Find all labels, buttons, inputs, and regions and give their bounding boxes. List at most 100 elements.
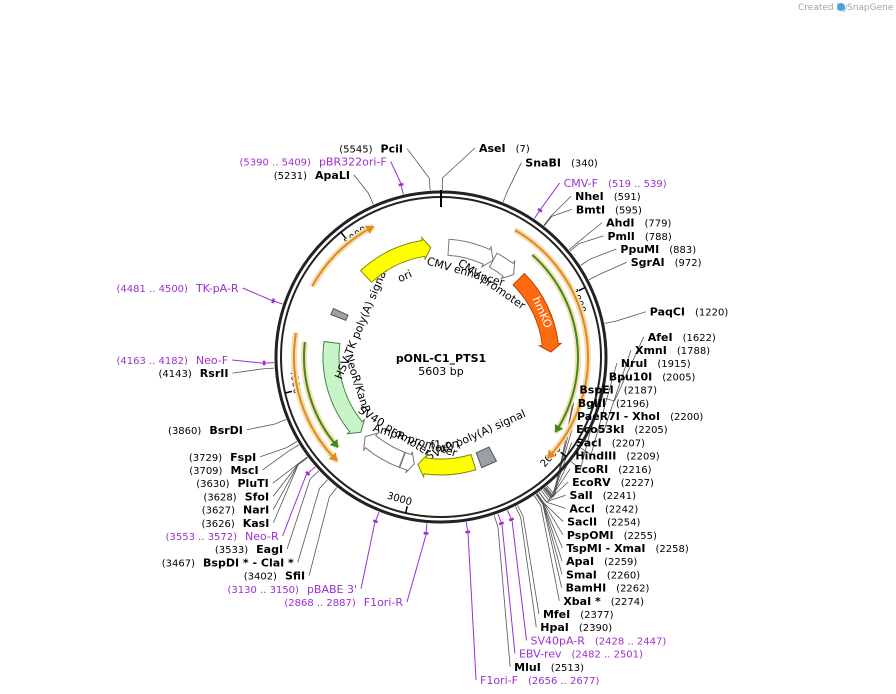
site-leader-line: [535, 494, 562, 588]
site-bspei[interactable]: BspEI(2187): [579, 384, 657, 397]
feature-f1-ori[interactable]: f1 ori: [417, 437, 477, 479]
primer-sv40pa-r[interactable]: SV40pA-R(2428 .. 2447): [530, 634, 666, 647]
primer-tk-pa-r[interactable]: TK-pA-R(4481 .. 4500): [117, 282, 239, 295]
primer-neo-f[interactable]: Neo-F(4163 .. 4182): [116, 354, 228, 367]
site-position: (591): [614, 192, 641, 203]
site-name: TspMI - XmaI: [566, 542, 645, 555]
site-name: BspEI: [579, 384, 613, 397]
site-bmti[interactable]: BmtI(595): [576, 203, 642, 216]
site-msci[interactable]: MscI(3709): [189, 464, 258, 477]
site-mlui[interactable]: MluI(2513): [514, 661, 584, 674]
site-sgrai[interactable]: SgrAI(972): [631, 256, 702, 269]
site-position: (3860): [168, 426, 201, 437]
feature-hsv-tk-poly-a-signal[interactable]: HSV TK poly(A) signal: [330, 266, 390, 381]
site-apai[interactable]: ApaI(2259): [566, 555, 637, 568]
site-name: SalI: [570, 489, 593, 502]
site-bglii[interactable]: BglII (2196): [578, 397, 650, 410]
feature-ori[interactable]: ori: [359, 235, 432, 286]
center-title: pONL-C1_PTS1 5603 bp: [396, 352, 486, 378]
site-rsrii[interactable]: RsrII(4143): [159, 367, 229, 380]
orf-arrowhead: [364, 225, 374, 235]
site-paer7i-xhoi[interactable]: PaeR7I - XhoI(2200): [577, 410, 703, 423]
site-bamhi[interactable]: BamHI(2262): [566, 582, 650, 595]
site-name: RsrII: [200, 367, 229, 380]
site-hindiii[interactable]: HindIII(2209): [575, 450, 659, 463]
site-position: (2196): [616, 399, 649, 410]
site-eagi[interactable]: EagI(3533): [215, 543, 283, 556]
site-position: (2260): [607, 570, 640, 581]
site-position: (4481 .. 4500): [117, 284, 189, 295]
site-kasi[interactable]: KasI(3626): [201, 517, 269, 530]
site-xmni[interactable]: XmnI(1788): [635, 344, 710, 357]
primer-leader-line: [506, 510, 527, 641]
site-position: (2200): [670, 412, 703, 423]
ruler-tick: [560, 451, 567, 458]
feature-label: HSV TK poly(A) signal: [332, 266, 390, 381]
site-ppumi[interactable]: PpuMI(883): [620, 243, 696, 256]
site-position: (4163 .. 4182): [116, 356, 188, 367]
primer-f1ori-r[interactable]: F1ori-R(2868 .. 2887): [284, 596, 403, 609]
site-eco53ki[interactable]: Eco53kI(2205): [576, 423, 668, 436]
site-pcii[interactable]: PciI(5545): [339, 142, 403, 155]
site-saci[interactable]: SacI(2207): [576, 436, 645, 449]
site-leader-line: [588, 261, 627, 281]
ruler-tick: [404, 506, 408, 514]
site-acci[interactable]: AccI(2242): [569, 502, 638, 515]
site-pspomi[interactable]: PspOMI(2255): [567, 529, 657, 542]
site-pmli[interactable]: PmlI(788): [607, 230, 671, 243]
feature-hmko[interactable]: hmKO: [512, 272, 563, 353]
site-position: (2209): [626, 452, 659, 463]
primer-pbabe-3[interactable]: pBABE 3'(3130 .. 3150): [228, 583, 358, 596]
site-leader-line: [514, 506, 537, 628]
site-bspdi-clai[interactable]: BspDI * - ClaI *(3467): [162, 556, 294, 569]
site-fspi[interactable]: FspI(3729): [189, 451, 256, 464]
site-bpu10i[interactable]: Bpu10I(2005): [609, 370, 696, 383]
site-ecorv[interactable]: EcoRV(2227): [572, 476, 654, 489]
orf-arrows: [291, 223, 591, 464]
orf-arc: [311, 225, 375, 287]
primer-f1ori-f[interactable]: F1ori-F(2656 .. 2677): [480, 674, 599, 687]
feature-shape: [399, 451, 415, 474]
orf-arc: [293, 332, 338, 462]
site-sfoi[interactable]: SfoI(3628): [203, 490, 269, 503]
feature-shape: [488, 252, 516, 280]
site-asei[interactable]: AseI(7): [479, 142, 530, 155]
feature-shape: [362, 432, 406, 468]
site-name: BglII: [578, 397, 606, 410]
site-ecori[interactable]: EcoRI(2216): [574, 463, 652, 476]
site-pluti[interactable]: PluTI(3630): [196, 477, 269, 490]
primer-neo-r[interactable]: Neo-R(3553 .. 3572): [166, 530, 279, 543]
site-position: (2254): [607, 518, 640, 529]
site-snabi[interactable]: SnaBI(340): [525, 157, 598, 170]
site-hpai[interactable]: HpaI(2390): [540, 621, 612, 634]
site-afei[interactable]: AfeI(1622): [648, 331, 716, 344]
site-mfei[interactable]: MfeI(2377): [543, 608, 614, 621]
primer-ebv-rev[interactable]: EBV-rev(2482 .. 2501): [519, 648, 643, 661]
primer-pbr322ori-f[interactable]: pBR322ori-F(5390 .. 5409): [240, 156, 387, 169]
plasmid-length: 5603 bp: [418, 365, 463, 378]
site-name: KasI: [243, 517, 270, 530]
site-name: Eco53kI: [576, 423, 624, 436]
site-ahdi[interactable]: AhdI(779): [606, 217, 671, 230]
site-paqci[interactable]: PaqCI(1220): [650, 306, 729, 319]
ruler-tick-label: 3000: [386, 491, 414, 509]
site-leader-line: [592, 349, 632, 433]
site-nrui[interactable]: NruI(1915): [621, 357, 691, 370]
site-position: (1788): [677, 346, 710, 357]
site-position: (595): [615, 205, 642, 216]
site-position: (340): [571, 159, 598, 170]
site-sfii[interactable]: SfiI(3402): [244, 570, 305, 583]
site-position: (2216): [618, 465, 651, 476]
primer-cmv-f[interactable]: CMV-F(519 .. 539): [564, 177, 667, 190]
site-nhei[interactable]: NheI(591): [575, 190, 641, 203]
site-nari[interactable]: NarI(3627): [202, 504, 269, 517]
site-smai[interactable]: SmaI(2260): [566, 568, 640, 581]
site-tspmi-xmai[interactable]: TspMI - XmaI(2258): [566, 542, 689, 555]
site-sacii[interactable]: SacII(2254): [567, 516, 640, 529]
site-position: (2428 .. 2447): [595, 636, 667, 647]
site-apali[interactable]: ApaLI(5231): [274, 169, 350, 182]
site-xbai[interactable]: XbaI *(2274): [563, 595, 644, 608]
site-bsrdi[interactable]: BsrDI(3860): [168, 424, 243, 437]
site-position: (2005): [662, 372, 695, 383]
site-sali[interactable]: SalI(2241): [570, 489, 637, 502]
